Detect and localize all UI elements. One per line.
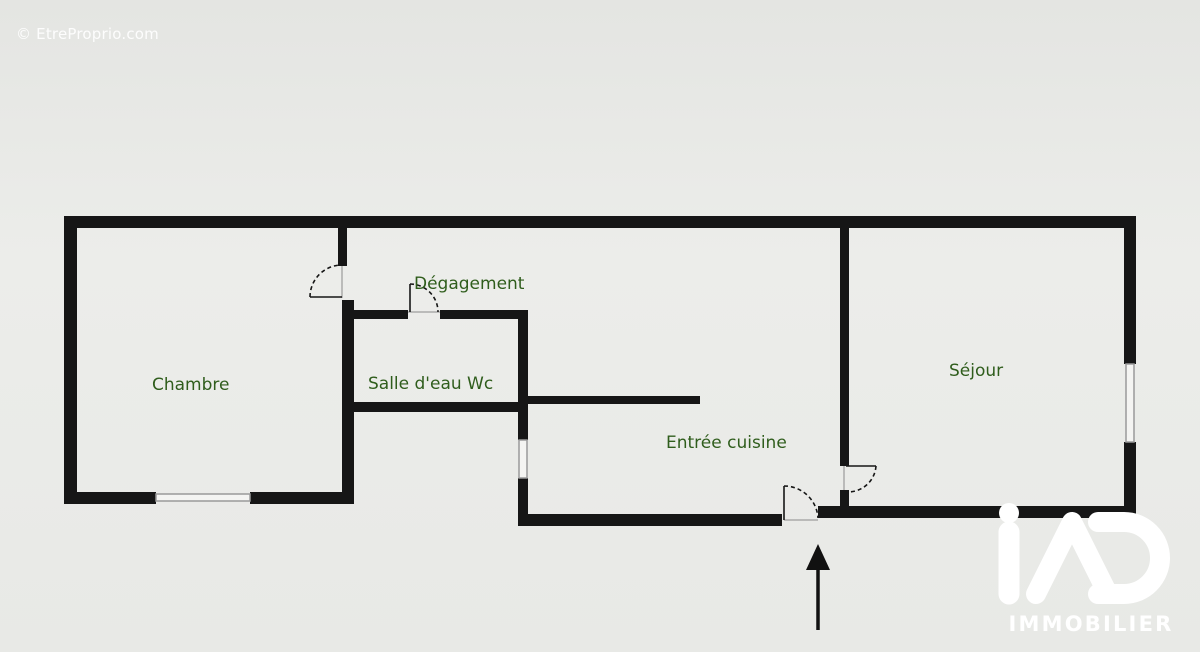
watermark-text: © EtreProprio.com bbox=[16, 25, 159, 43]
room-label-sejour: Séjour bbox=[949, 361, 1003, 381]
wall-chambre-bottom-right bbox=[250, 492, 354, 504]
wall-right-lower bbox=[1124, 442, 1136, 518]
wall-bottom-right bbox=[818, 506, 1136, 518]
room-label-degagement: Dégagement bbox=[414, 274, 525, 294]
wall-bottom-main bbox=[518, 514, 782, 526]
wall-sdb-bottom bbox=[342, 402, 528, 412]
entrance-arrow-icon bbox=[806, 544, 830, 630]
wall-right-upper bbox=[1124, 216, 1136, 364]
wall-chambre-bottom-left bbox=[64, 492, 156, 504]
doors bbox=[309, 264, 877, 521]
wall-top bbox=[64, 216, 1136, 228]
wall-sejour-left-upper bbox=[840, 222, 849, 466]
room-label-entree-cuisine: Entrée cuisine bbox=[666, 433, 787, 453]
door-sejour bbox=[843, 465, 877, 493]
wall-chambre-right-upper bbox=[338, 228, 347, 266]
window-entree bbox=[518, 439, 528, 479]
room-label-chambre: Chambre bbox=[152, 375, 230, 395]
iad-logo bbox=[998, 503, 1170, 605]
walls bbox=[64, 216, 1136, 526]
logo-subtitle: IMMOBILIER bbox=[1008, 612, 1174, 636]
window-sejour bbox=[1125, 363, 1135, 443]
windows bbox=[155, 363, 1135, 502]
door-chambre bbox=[309, 264, 343, 298]
room-label-salle-eau: Salle d'eau Wc bbox=[368, 374, 493, 394]
wall-sdb-top-right bbox=[440, 310, 528, 319]
wall-entree-left-lower bbox=[518, 478, 528, 526]
wall-sejour-left-lower bbox=[840, 490, 849, 518]
door-salle-eau bbox=[408, 283, 440, 313]
door-entree bbox=[783, 485, 819, 521]
wall-left bbox=[64, 216, 77, 504]
wall-sdb-top-left bbox=[342, 310, 408, 319]
wall-sdb-right bbox=[518, 310, 528, 440]
window-chambre bbox=[155, 493, 251, 502]
wall-partition-kitchen bbox=[528, 396, 700, 404]
